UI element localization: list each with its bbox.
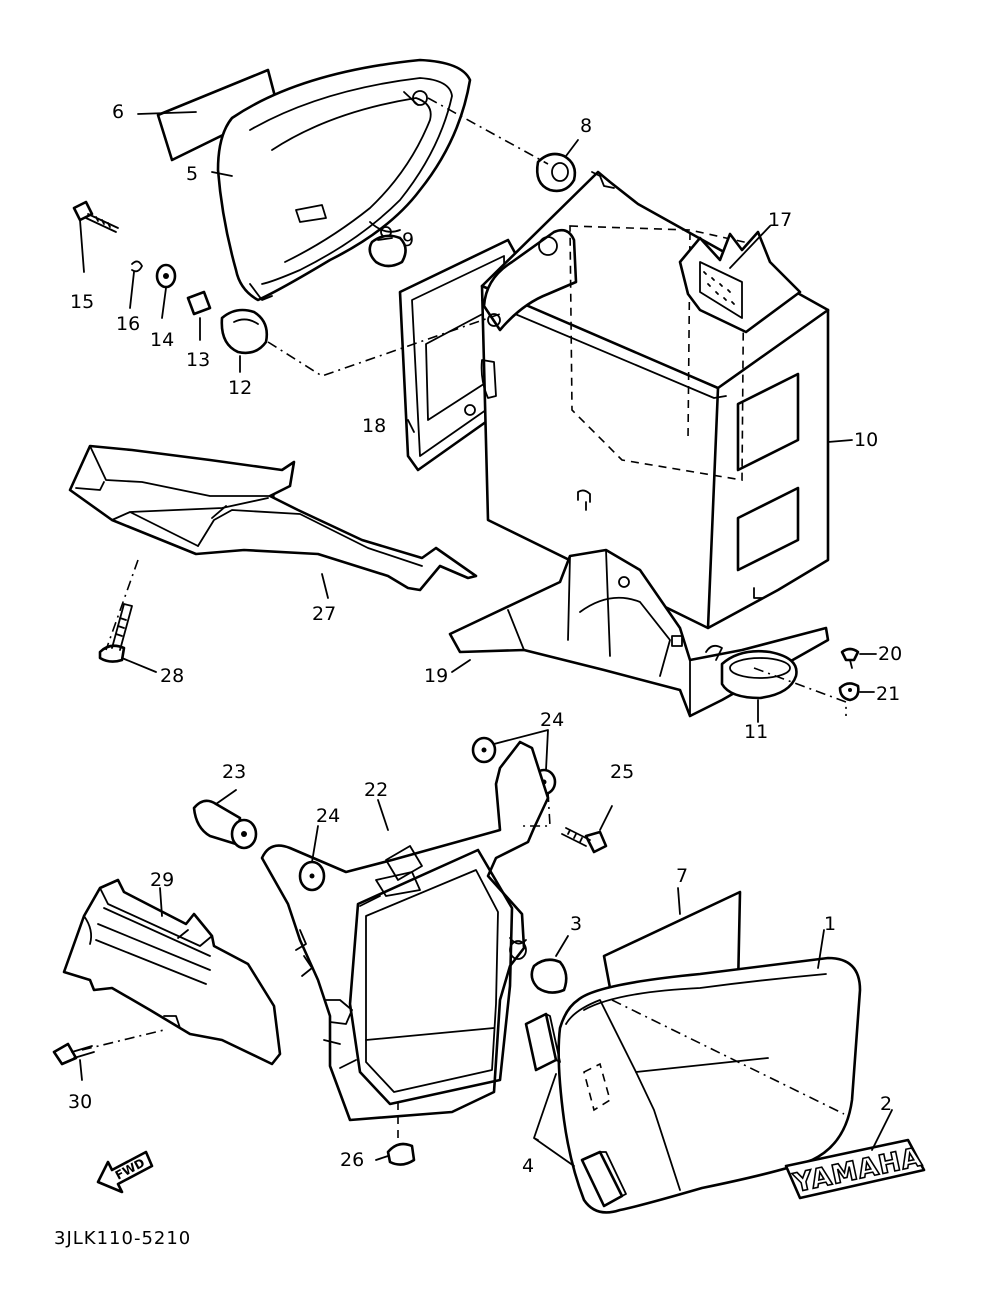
leader-lines bbox=[79, 97, 893, 1167]
part-17-cushion bbox=[678, 230, 802, 334]
callout-6: 6 bbox=[112, 101, 124, 123]
callout-21: 21 bbox=[876, 683, 900, 705]
part-4-damper-pad bbox=[524, 1012, 627, 1208]
callout-14: 14 bbox=[150, 329, 174, 351]
part-20-screw bbox=[840, 647, 860, 669]
part-8-grommet bbox=[535, 152, 577, 193]
part-30-screw bbox=[52, 1042, 95, 1066]
forward-arrow-icon: FWD bbox=[96, 1150, 154, 1194]
part-12-grommet bbox=[220, 308, 269, 355]
part-11-grommet bbox=[720, 649, 798, 700]
callout-20: 20 bbox=[878, 643, 902, 665]
callout-1: 1 bbox=[824, 913, 836, 935]
callout-9: 9 bbox=[402, 229, 414, 251]
part-15-bolt bbox=[72, 200, 119, 233]
part-9-grommet bbox=[368, 234, 407, 268]
callout-26: 26 bbox=[340, 1149, 364, 1171]
part-5-side-cover bbox=[216, 58, 472, 302]
part-1-side-cover bbox=[557, 956, 862, 1214]
callout-10: 10 bbox=[854, 429, 878, 451]
callout-18: 18 bbox=[362, 415, 386, 437]
callout-24-mid: 24 bbox=[316, 805, 340, 827]
callout-17: 17 bbox=[768, 209, 792, 231]
part-26-grommet bbox=[386, 1142, 416, 1166]
diagram-code: 3JLK110-5210 bbox=[54, 1228, 191, 1249]
callout-4: 4 bbox=[522, 1155, 534, 1177]
callout-27: 27 bbox=[312, 603, 336, 625]
callout-15: 15 bbox=[70, 291, 94, 313]
callout-11: 11 bbox=[744, 721, 768, 743]
part-21-nut bbox=[838, 682, 860, 702]
callout-28: 28 bbox=[160, 665, 184, 687]
callout-5: 5 bbox=[186, 163, 198, 185]
callout-12: 12 bbox=[228, 377, 252, 399]
callout-24-top: 24 bbox=[540, 709, 564, 731]
part-14-washer bbox=[155, 263, 177, 289]
callout-7: 7 bbox=[676, 865, 688, 887]
part-13-collar bbox=[186, 290, 212, 316]
callout-22: 22 bbox=[364, 779, 388, 801]
part-10-battery-box bbox=[480, 170, 830, 630]
part-27-stay-bracket bbox=[68, 444, 478, 592]
part-3-grommet bbox=[530, 958, 568, 994]
callout-13: 13 bbox=[186, 349, 210, 371]
part-28-bolt bbox=[98, 603, 133, 663]
part-23-collar-bolt bbox=[192, 799, 258, 850]
callout-23: 23 bbox=[222, 761, 246, 783]
part-16-washer bbox=[131, 260, 143, 273]
callout-29: 29 bbox=[150, 869, 174, 891]
callout-30: 30 bbox=[68, 1091, 92, 1113]
callout-16: 16 bbox=[116, 313, 140, 335]
part-22-case-assembly bbox=[260, 740, 550, 1150]
part-25-bolt bbox=[561, 827, 608, 854]
callout-19: 19 bbox=[424, 665, 448, 687]
callout-8: 8 bbox=[580, 115, 592, 137]
callout-labels: 6 5 8 9 17 15 16 14 13 12 18 10 27 28 19… bbox=[68, 101, 902, 1177]
callout-2: 2 bbox=[880, 1093, 892, 1115]
callout-25: 25 bbox=[610, 761, 634, 783]
part-29-side-guard bbox=[62, 878, 282, 1066]
callout-3: 3 bbox=[570, 913, 582, 935]
